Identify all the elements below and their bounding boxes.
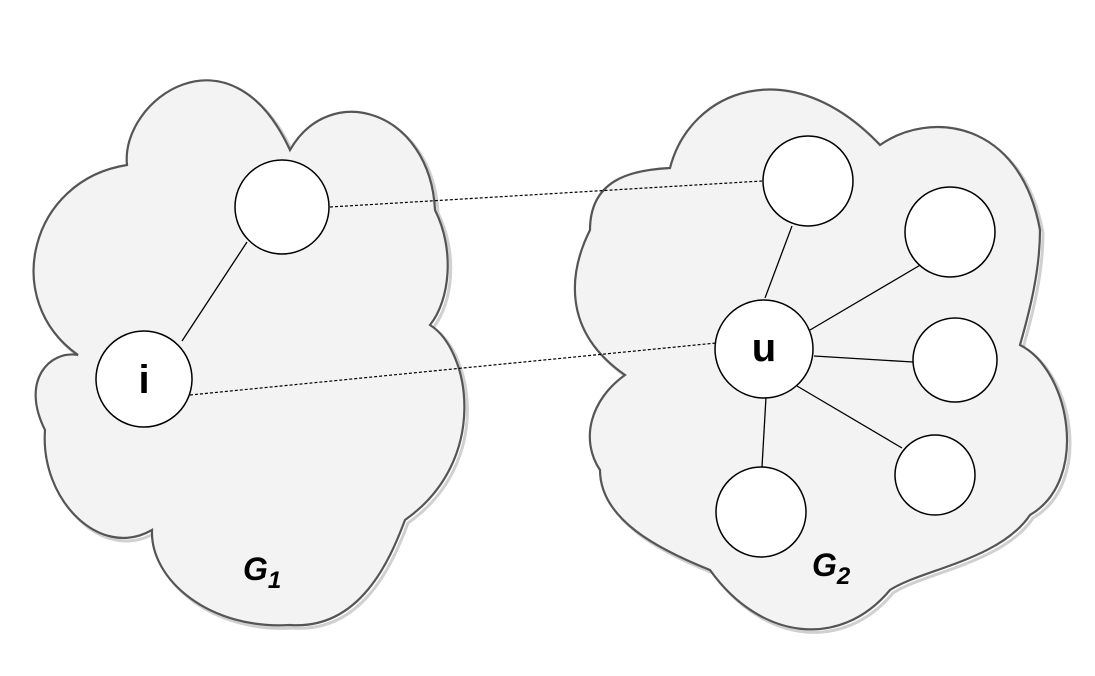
anchor-link-top (329, 180, 763, 208)
node-g2-right (912, 317, 998, 403)
node-g2-lower-right (894, 434, 976, 516)
graph-g2-label: G2 (812, 547, 851, 590)
node-g2-top (762, 135, 854, 227)
graph-g1-label: G1 (243, 551, 281, 594)
graph-g1-cloud (32, 79, 469, 630)
edge-u-lower-right (796, 385, 903, 449)
node-i-label: i (138, 358, 149, 402)
edge-u-bottom (761, 396, 767, 468)
node-u-label: u (752, 326, 776, 370)
anchor-link-i-u (189, 342, 717, 396)
edge-g1-i-top (181, 241, 248, 342)
node-g2-bottom (715, 466, 807, 558)
node-u (714, 299, 814, 399)
node-g2-upper-right (904, 186, 996, 278)
edge-u-right (813, 355, 914, 363)
node-i (95, 330, 193, 428)
edge-u-top (764, 225, 793, 299)
edge-u-upper-right (809, 263, 923, 331)
node-g1-top (234, 159, 330, 255)
